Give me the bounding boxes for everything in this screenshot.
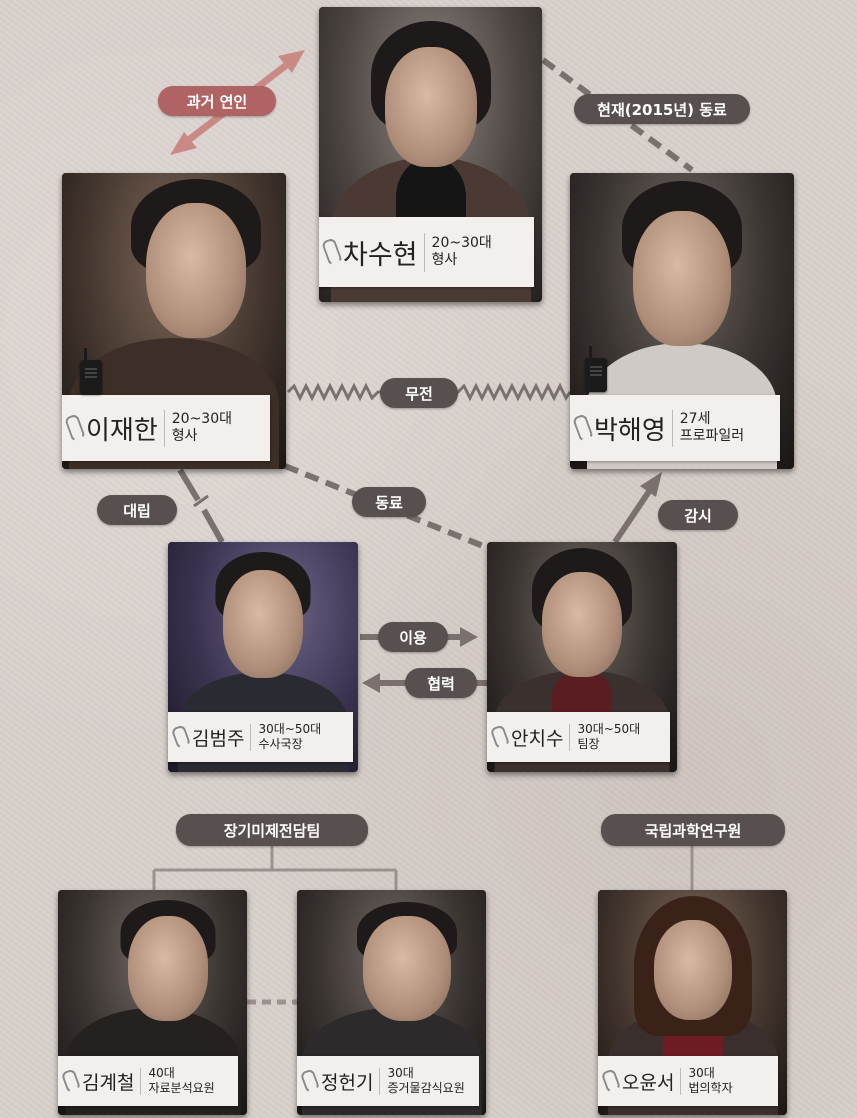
paperclip-icon <box>600 1068 622 1094</box>
paperclip-icon <box>320 237 344 267</box>
paperclip-icon <box>170 724 192 750</box>
character-age: 30대~50대 <box>577 722 641 736</box>
nameplate: 오윤서 30대 법의학자 <box>598 1056 778 1106</box>
character-name: 차수현 <box>343 232 425 272</box>
nameplate: 김계철 40대 자료분석요원 <box>58 1056 238 1106</box>
character-age: 30대~50대 <box>258 722 322 736</box>
team-bracket <box>152 845 398 890</box>
character-card-parkhaeyoung: 박해영 27세 프로파일러 <box>570 173 794 469</box>
character-age: 20~30대 <box>171 410 233 427</box>
character-card-jeongheongi: 정헌기 30대 증거물감식요원 <box>297 890 486 1115</box>
character-role: 수사국장 <box>258 737 303 751</box>
character-name: 박해영 <box>594 409 673 447</box>
relation-radio: 무전 <box>380 378 458 408</box>
character-role: 자료분석요원 <box>148 1081 215 1095</box>
relation-surveillance: 감시 <box>658 500 738 530</box>
character-name: 김계철 <box>82 1067 142 1095</box>
character-name: 오윤서 <box>622 1067 682 1095</box>
character-name: 이재한 <box>86 409 165 447</box>
relation-confrontation: 대립 <box>97 495 177 525</box>
paperclip-icon <box>60 1068 82 1094</box>
character-role: 형사 <box>431 252 458 268</box>
relation-colleague: 동료 <box>352 487 426 517</box>
relation-cooperation: 협력 <box>405 668 477 698</box>
character-card-oyunseo: 오윤서 30대 법의학자 <box>598 890 787 1115</box>
paperclip-icon <box>63 413 87 443</box>
relation-use: 이용 <box>378 622 448 652</box>
character-card-chasuhyeon: 차수현 20~30대 형사 <box>319 7 542 302</box>
radio-zigzag-line <box>286 382 572 402</box>
character-age: 27세 <box>679 410 711 427</box>
character-card-kimbeomju: 김범주 30대~50대 수사국장 <box>168 542 358 772</box>
surveillance-arrow <box>612 472 662 544</box>
character-card-ijaehan: 이재한 20~30대 형사 <box>62 173 286 469</box>
character-role: 증거물감식요원 <box>387 1081 465 1095</box>
nameplate: 차수현 20~30대 형사 <box>319 217 534 287</box>
colleague-line <box>283 463 490 551</box>
nameplate: 정헌기 30대 증거물감식요원 <box>297 1056 479 1106</box>
character-name: 김범주 <box>192 723 252 751</box>
paperclip-icon <box>571 413 595 443</box>
character-age: 30대 <box>688 1066 715 1080</box>
character-role: 법의학자 <box>688 1081 733 1095</box>
character-card-anchisu: 안치수 30대~50대 팀장 <box>487 542 677 772</box>
walkie-talkie-icon <box>80 348 102 394</box>
group-cold-case-team: 장기미제전담팀 <box>176 814 368 846</box>
character-age: 40대 <box>148 1066 175 1080</box>
character-age: 20~30대 <box>431 234 492 251</box>
character-card-kimgyecheol: 김계철 40대 자료분석요원 <box>58 890 247 1115</box>
paperclip-icon <box>299 1068 321 1094</box>
confrontation-line <box>177 468 225 544</box>
character-name: 안치수 <box>511 723 571 751</box>
character-role: 형사 <box>171 428 198 444</box>
character-role: 프로파일러 <box>679 428 745 444</box>
relation-current-colleague: 현재(2015년) 동료 <box>574 94 750 124</box>
nameplate: 박해영 27세 프로파일러 <box>570 395 780 461</box>
nameplate: 안치수 30대~50대 팀장 <box>487 712 670 762</box>
group-forensic-institute: 국립과학연구원 <box>601 814 785 846</box>
paperclip-icon <box>489 724 511 750</box>
character-age: 30대 <box>387 1066 414 1080</box>
nameplate: 김범주 30대~50대 수사국장 <box>168 712 353 762</box>
nameplate: 이재한 20~30대 형사 <box>62 395 270 461</box>
relation-past-lover: 과거 연인 <box>158 86 276 116</box>
character-name: 정헌기 <box>321 1067 381 1095</box>
character-role: 팀장 <box>577 737 600 751</box>
walkie-talkie-icon <box>585 346 607 392</box>
